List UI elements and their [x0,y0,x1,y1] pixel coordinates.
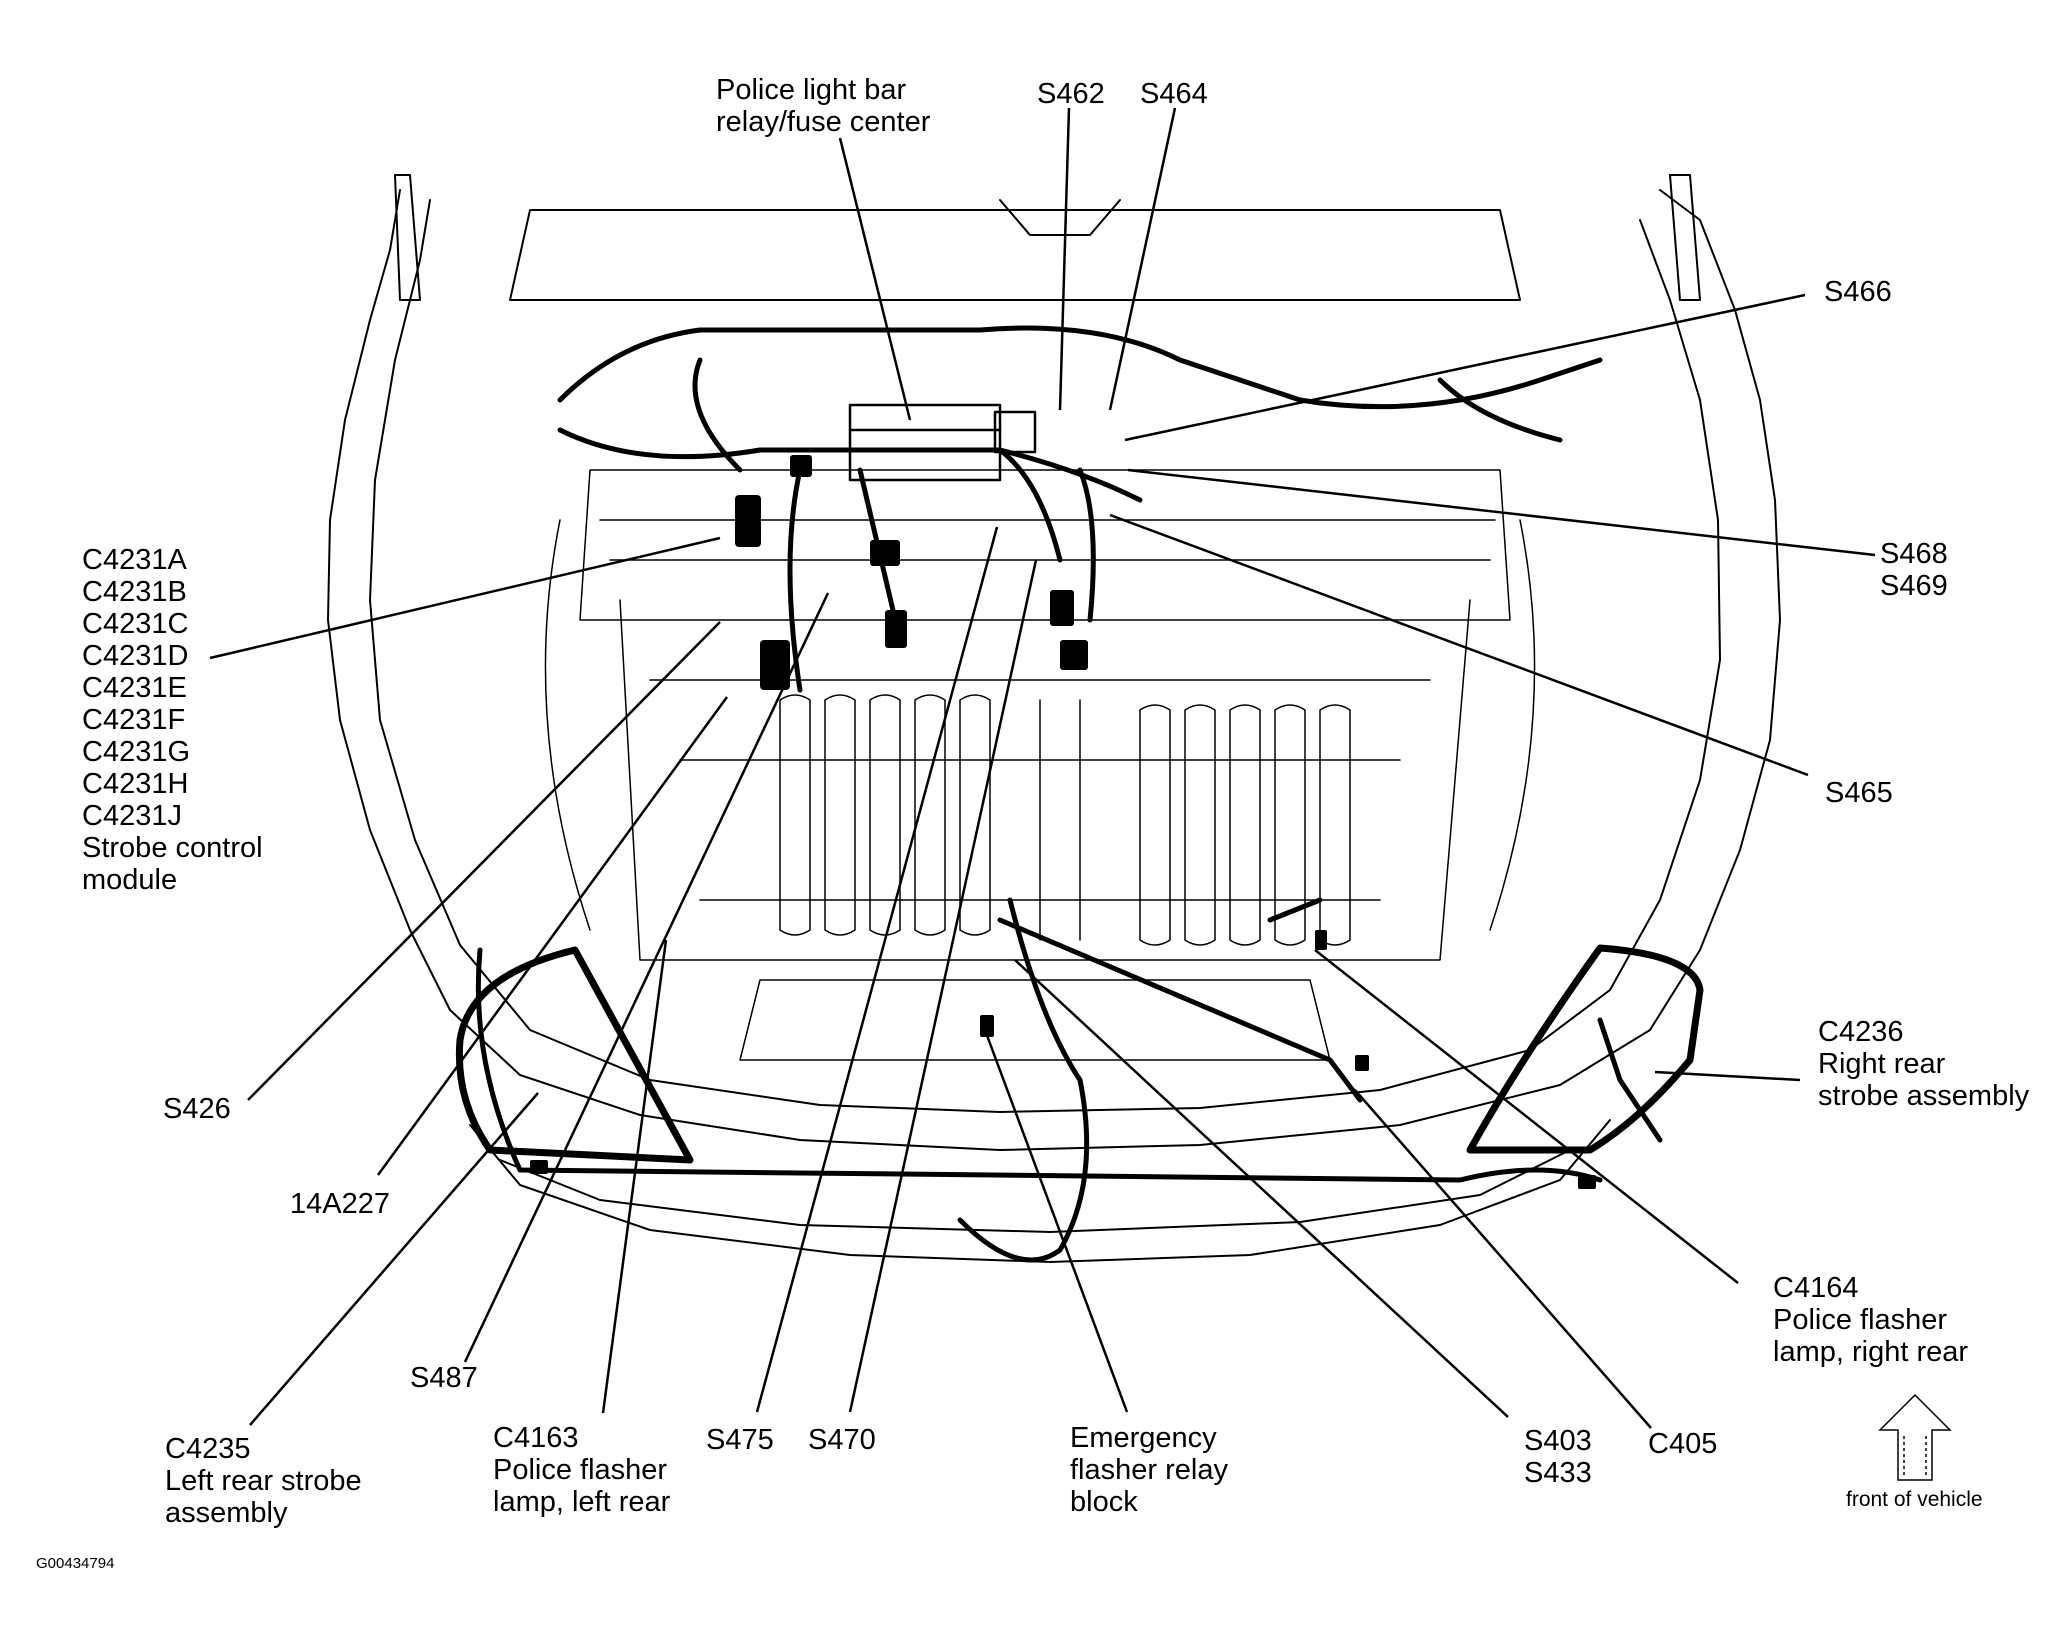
label-c405: C405 [1648,1428,1718,1460]
label-s426: S426 [163,1093,231,1125]
leader-c405 [1354,1089,1652,1429]
harness-connectors [530,455,1596,1189]
body-outline [327,174,1781,1263]
label-c4235: C4235 Left rear strobe assembly [165,1433,362,1529]
left-strobe-lens [455,946,694,1164]
leader-14a227 [376,696,729,1176]
leader-police-light-bar [838,137,912,421]
label-s475: S475 [706,1424,774,1456]
leader-s426 [247,621,721,1101]
label-s470: S470 [808,1424,876,1456]
label-s466: S466 [1824,276,1892,308]
leader-c4236 [1654,1070,1801,1082]
leader-emergency-flasher [983,1029,1129,1413]
leader-c4235 [249,1092,539,1426]
label-s465: S465 [1825,777,1893,809]
label-c4164: C4164 Police flasher lamp, right rear [1773,1272,1969,1368]
label-s462: S462 [1037,78,1105,110]
leader-s462 [1058,107,1071,411]
leader-s468 [1127,468,1876,557]
leader-s487 [463,592,830,1363]
label-s464: S464 [1140,78,1208,110]
label-emergency-flasher-relay-block: Emergency flasher relay block [1070,1422,1228,1518]
label-s468-s469: S468 S469 [1880,538,1948,602]
relay-fuse-center-box [848,403,1037,482]
label-s403-s433: S403 S433 [1524,1425,1592,1489]
leader-strobe-module [209,536,721,660]
leader-c4163 [601,939,668,1414]
leader-s475 [755,526,999,1413]
leader-s403 [1014,959,1509,1418]
leader-c4164 [1314,949,1739,1284]
right-strobe-lens [1466,944,1704,1154]
leader-s465 [1109,513,1809,777]
leader-s464 [1108,107,1177,411]
label-c4163: C4163 Police flasher lamp, left rear [493,1422,671,1518]
label-s487: S487 [410,1362,478,1394]
label-front-of-vehicle: front of vehicle [1846,1488,1983,1511]
floor-ribs [779,694,1351,946]
figure-code: G00434794 [36,1555,115,1572]
front-arrow-icon [1878,1393,1952,1481]
leader-s470 [848,559,1038,1413]
label-strobe-control-module: C4231A C4231B C4231C C4231D C4231E C4231… [82,544,263,896]
leader-lines [209,107,1876,1429]
leader-s466 [1124,293,1806,442]
label-c4236: C4236 Right rear strobe assembly [1818,1016,2030,1112]
label-police-light-bar: Police light bar relay/fuse center [716,74,931,138]
label-14a227: 14A227 [290,1188,390,1220]
